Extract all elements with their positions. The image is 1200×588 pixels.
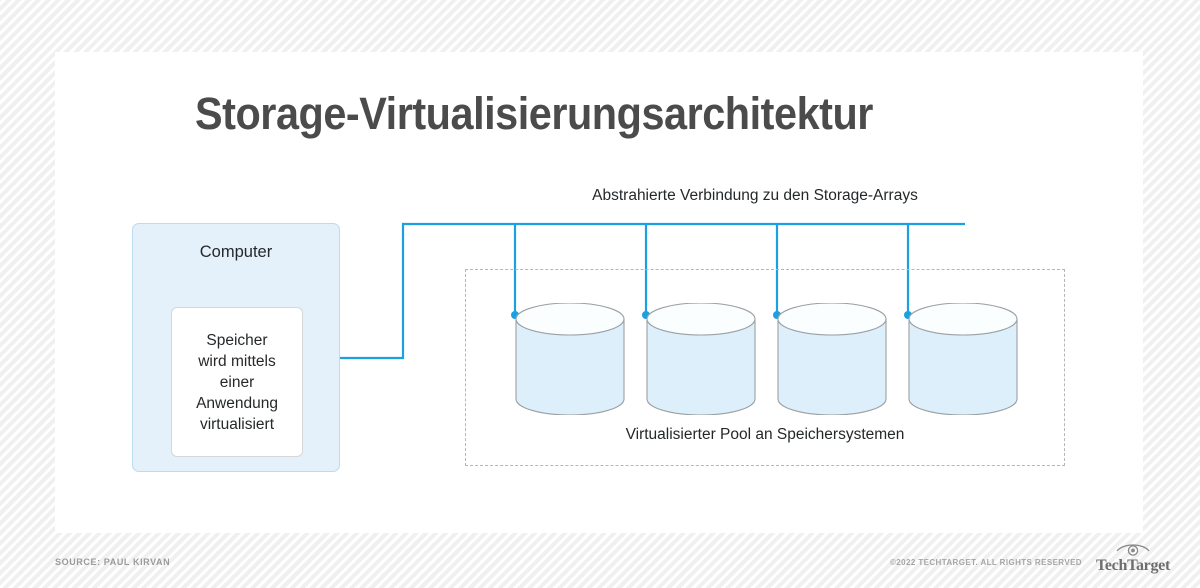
computer-node[interactable]: Computer Speicher wird mittels einer Anw…	[132, 223, 340, 472]
copyright-notice: ©2022 TECHTARGET. ALL RIGHTS RESERVED	[890, 558, 1082, 567]
eye-icon	[1116, 544, 1150, 556]
virtualization-app-text: Speicher wird mittels einer Anwendung vi…	[196, 331, 278, 433]
virtualization-app-box[interactable]: Speicher wird mittels einer Anwendung vi…	[171, 307, 303, 457]
storage-array-cylinder-3[interactable]	[776, 303, 888, 415]
page-title: Storage-Virtualisierungsarchitektur	[195, 88, 873, 139]
techtarget-wordmark: TechTarget	[1095, 557, 1171, 574]
storage-array-cylinder-2[interactable]	[645, 303, 757, 415]
storage-pool-label: Virtualisierter Pool an Speichersystemen	[625, 426, 905, 443]
storage-array-cylinder-4[interactable]	[907, 303, 1019, 415]
abstraction-bus-line	[303, 222, 965, 360]
abstraction-label: Abstrahierte Verbindung zu den Storage-A…	[592, 187, 918, 204]
storage-array-cylinder-1[interactable]	[514, 303, 626, 415]
white-card: Storage-Virtualisierungsarchitektur Comp…	[55, 52, 1143, 533]
source-credit: SOURCE: PAUL KIRVAN	[55, 557, 171, 567]
computer-label: Computer	[199, 243, 273, 261]
storage-pool-boundary: Virtualisierter Pool an Speichersystemen	[465, 269, 1065, 466]
techtarget-logo: TechTarget	[1088, 542, 1178, 574]
